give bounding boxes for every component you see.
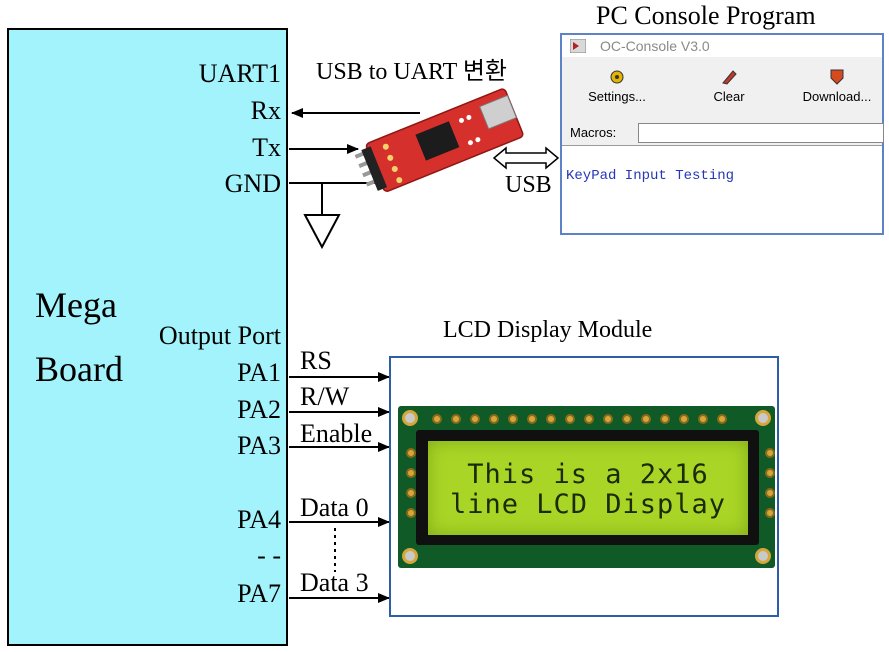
console-program-title: PC Console Program: [596, 1, 816, 30]
side-pin-pad: [765, 468, 775, 478]
tx-label: Tx: [252, 133, 281, 162]
usb-label: USB: [505, 172, 552, 198]
lcd-screen: This is a 2x16 line LCD Display: [428, 441, 748, 535]
settings-button-label: Settings...: [588, 89, 646, 104]
settings-button[interactable]: Settings...: [572, 67, 662, 104]
clear-button-label: Clear: [713, 89, 745, 104]
lcd-module-title: LCD Display Module: [443, 317, 653, 343]
enable-signal-label: Enable: [300, 419, 373, 448]
side-pin-pad: [765, 488, 775, 498]
macros-row: Macros:: [562, 120, 884, 146]
data3-signal-label: Data 3: [300, 568, 369, 597]
gnd-label: GND: [224, 169, 281, 198]
console-divider: [562, 145, 882, 146]
download-icon: [830, 69, 844, 85]
side-pin-pad: [406, 508, 416, 518]
header-pin-pad: [660, 414, 670, 424]
header-pin-pad: [489, 414, 499, 424]
side-pin-pad: [765, 448, 775, 458]
rx-label: Rx: [250, 96, 281, 125]
usb-uart-converter-label: USB to UART 변환: [316, 59, 507, 85]
header-pin-pad: [451, 414, 461, 424]
side-pin-pad: [406, 468, 416, 478]
side-pin-pad: [406, 488, 416, 498]
side-pin-pad: [406, 448, 416, 458]
console-window-title: OC-Console V3.0: [600, 38, 710, 54]
data0-signal-label: Data 0: [300, 493, 369, 522]
usb-uart-module-image: [354, 88, 524, 192]
mega-board-block: [7, 28, 288, 646]
eraser-icon: [722, 70, 737, 85]
header-pin-pad: [470, 414, 480, 424]
rs-signal-label: RS: [300, 346, 332, 375]
pa4-label: PA4: [237, 505, 281, 534]
header-pin-pad: [527, 414, 537, 424]
console-window: OC-Console V3.0 Settings... Clear Downlo…: [560, 33, 884, 235]
lcd-line-2: line LCD Display: [449, 489, 727, 520]
uart1-label: UART1: [198, 59, 281, 88]
side-pin-pad: [765, 508, 775, 518]
download-button[interactable]: Download...: [792, 67, 882, 104]
pa1-label: PA1: [237, 358, 281, 387]
board-name-line1: Mega: [35, 285, 117, 325]
ground-symbol: [303, 214, 341, 250]
header-pin-pad: [565, 414, 575, 424]
header-pin-pad: [717, 414, 727, 424]
header-pin-pad: [698, 414, 708, 424]
header-pin-pad: [508, 414, 518, 424]
usb-double-arrow: [492, 146, 560, 170]
mount-hole: [402, 548, 418, 564]
pa3-label: PA3: [237, 431, 281, 460]
pin-ellipsis: - -: [257, 541, 281, 570]
lcd-line-1: This is a 2x16: [467, 459, 709, 490]
app-icon: [570, 39, 586, 53]
board-name-line2: Board: [35, 349, 123, 389]
header-pin-pad: [622, 414, 632, 424]
pa7-label: PA7: [237, 579, 281, 608]
pa2-label: PA2: [237, 395, 281, 424]
header-pin-pad: [546, 414, 556, 424]
header-pin-pad: [641, 414, 651, 424]
console-output-text: KeyPad Input Testing: [566, 168, 735, 184]
mount-hole: [402, 410, 418, 426]
header-pin-pad: [584, 414, 594, 424]
header-pin-pad: [603, 414, 613, 424]
macros-label: Macros:: [570, 125, 617, 140]
mount-hole: [755, 410, 771, 426]
rw-signal-label: R/W: [300, 382, 350, 411]
header-pin-pad: [679, 414, 689, 424]
macros-input[interactable]: [638, 123, 884, 143]
output-port-label: Output Port: [158, 321, 281, 350]
console-output[interactable]: KeyPad Input Testing: [562, 146, 882, 233]
console-titlebar: OC-Console V3.0: [562, 35, 882, 57]
clear-button[interactable]: Clear: [684, 67, 774, 104]
download-button-label: Download...: [802, 89, 872, 104]
header-pin-pad: [432, 414, 442, 424]
settings-icon: [610, 70, 624, 84]
mount-hole: [755, 548, 771, 564]
